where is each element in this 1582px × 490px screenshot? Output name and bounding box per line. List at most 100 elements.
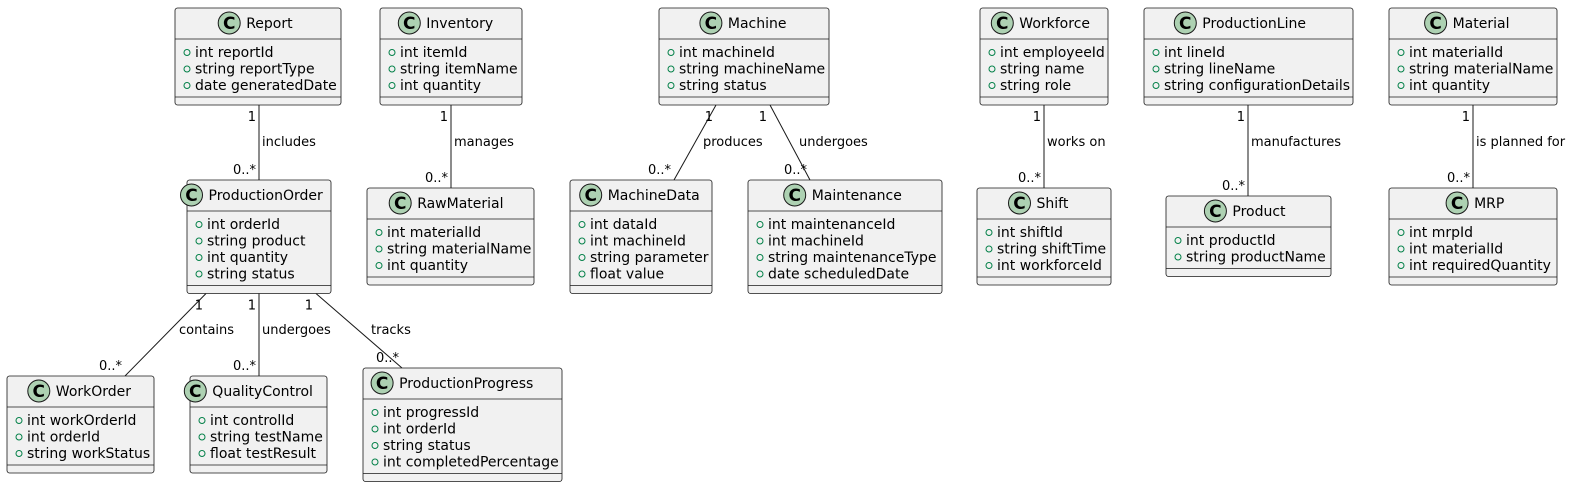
class-attribute: string parameter	[590, 250, 709, 266]
class-box	[362, 367, 563, 482]
class-stereotype-icon	[1173, 11, 1197, 35]
class-box	[174, 7, 342, 106]
public-visibility-icon	[667, 65, 675, 73]
class-glyph: C	[394, 194, 406, 214]
class-attribute: int quantity	[1409, 78, 1490, 94]
source-multiplicity: 1	[705, 110, 713, 125]
public-visibility-icon	[388, 82, 396, 89]
class-stereotype-icon	[217, 11, 241, 35]
class-stereotype-icon	[388, 191, 412, 215]
public-visibility-icon	[756, 237, 764, 245]
public-visibility-icon	[1397, 82, 1405, 89]
public-visibility-icon	[1174, 253, 1182, 261]
class-glyph: C	[223, 14, 235, 34]
public-visibility-icon	[15, 433, 23, 441]
public-visibility-icon	[195, 221, 203, 228]
public-visibility-icon	[578, 254, 586, 261]
class-attribute: string workStatus	[27, 446, 150, 462]
class-name: Inventory	[426, 16, 493, 32]
source-multiplicity: 1	[1462, 110, 1470, 125]
class-attribute: int workforceId	[997, 258, 1102, 274]
public-visibility-icon	[371, 458, 379, 466]
class-stereotype-icon	[397, 11, 421, 35]
class-attribute: string maintenanceType	[768, 250, 937, 266]
class-attribute: int machineId	[590, 234, 686, 250]
class-stereotype-icon	[27, 379, 51, 403]
association-line	[673, 104, 717, 181]
class-glyph: C	[33, 382, 45, 402]
target-multiplicity: 0..*	[1222, 179, 1246, 194]
source-multiplicity: 1	[195, 299, 203, 314]
association-label: produces	[703, 135, 763, 150]
public-visibility-icon	[1152, 65, 1160, 73]
public-visibility-icon	[388, 65, 396, 73]
class-attribute: int machineId	[768, 234, 864, 250]
public-visibility-icon	[388, 49, 396, 56]
association-line	[124, 293, 207, 377]
public-visibility-icon	[195, 270, 203, 278]
source-multiplicity: 1	[1033, 110, 1041, 125]
class-attribute: int quantity	[387, 258, 468, 274]
public-visibility-icon	[1397, 229, 1405, 236]
class-glyph: C	[185, 186, 197, 206]
relation-machine-machinedata[interactable]: produces 1 0..*	[648, 104, 763, 181]
class-glyph: C	[189, 382, 201, 402]
public-visibility-icon	[578, 270, 586, 278]
class-glyph: C	[788, 186, 800, 206]
class-box	[1143, 7, 1354, 106]
source-multiplicity: 1	[1237, 110, 1245, 125]
class-box	[569, 179, 713, 294]
public-visibility-icon	[667, 82, 675, 89]
class-name: Product	[1232, 204, 1286, 220]
class-attribute: string name	[1000, 62, 1084, 78]
class-box	[976, 187, 1112, 286]
class-attribute: int lineId	[1164, 45, 1225, 61]
association-label: is planned for	[1476, 135, 1566, 150]
source-multiplicity: 1	[248, 110, 256, 125]
class-attribute: string reportType	[195, 62, 315, 78]
class-attribute: int reportId	[195, 45, 273, 61]
target-multiplicity: 0..*	[648, 163, 672, 178]
class-attribute: int orderId	[27, 430, 100, 446]
class-attribute: float testResult	[210, 446, 317, 462]
class-stereotype-icon	[1445, 191, 1469, 215]
public-visibility-icon	[985, 262, 993, 269]
class-attribute: int orderId	[207, 217, 280, 233]
class-attribute: string role	[1000, 78, 1071, 94]
public-visibility-icon	[578, 237, 586, 245]
class-glyph: C	[1179, 14, 1191, 34]
public-visibility-icon	[578, 221, 586, 228]
public-visibility-icon	[195, 254, 203, 261]
public-visibility-icon	[183, 82, 191, 89]
public-visibility-icon	[183, 65, 191, 73]
class-stereotype-icon	[1424, 11, 1448, 35]
class-attribute: string status	[679, 78, 767, 94]
association-label: includes	[262, 135, 316, 150]
